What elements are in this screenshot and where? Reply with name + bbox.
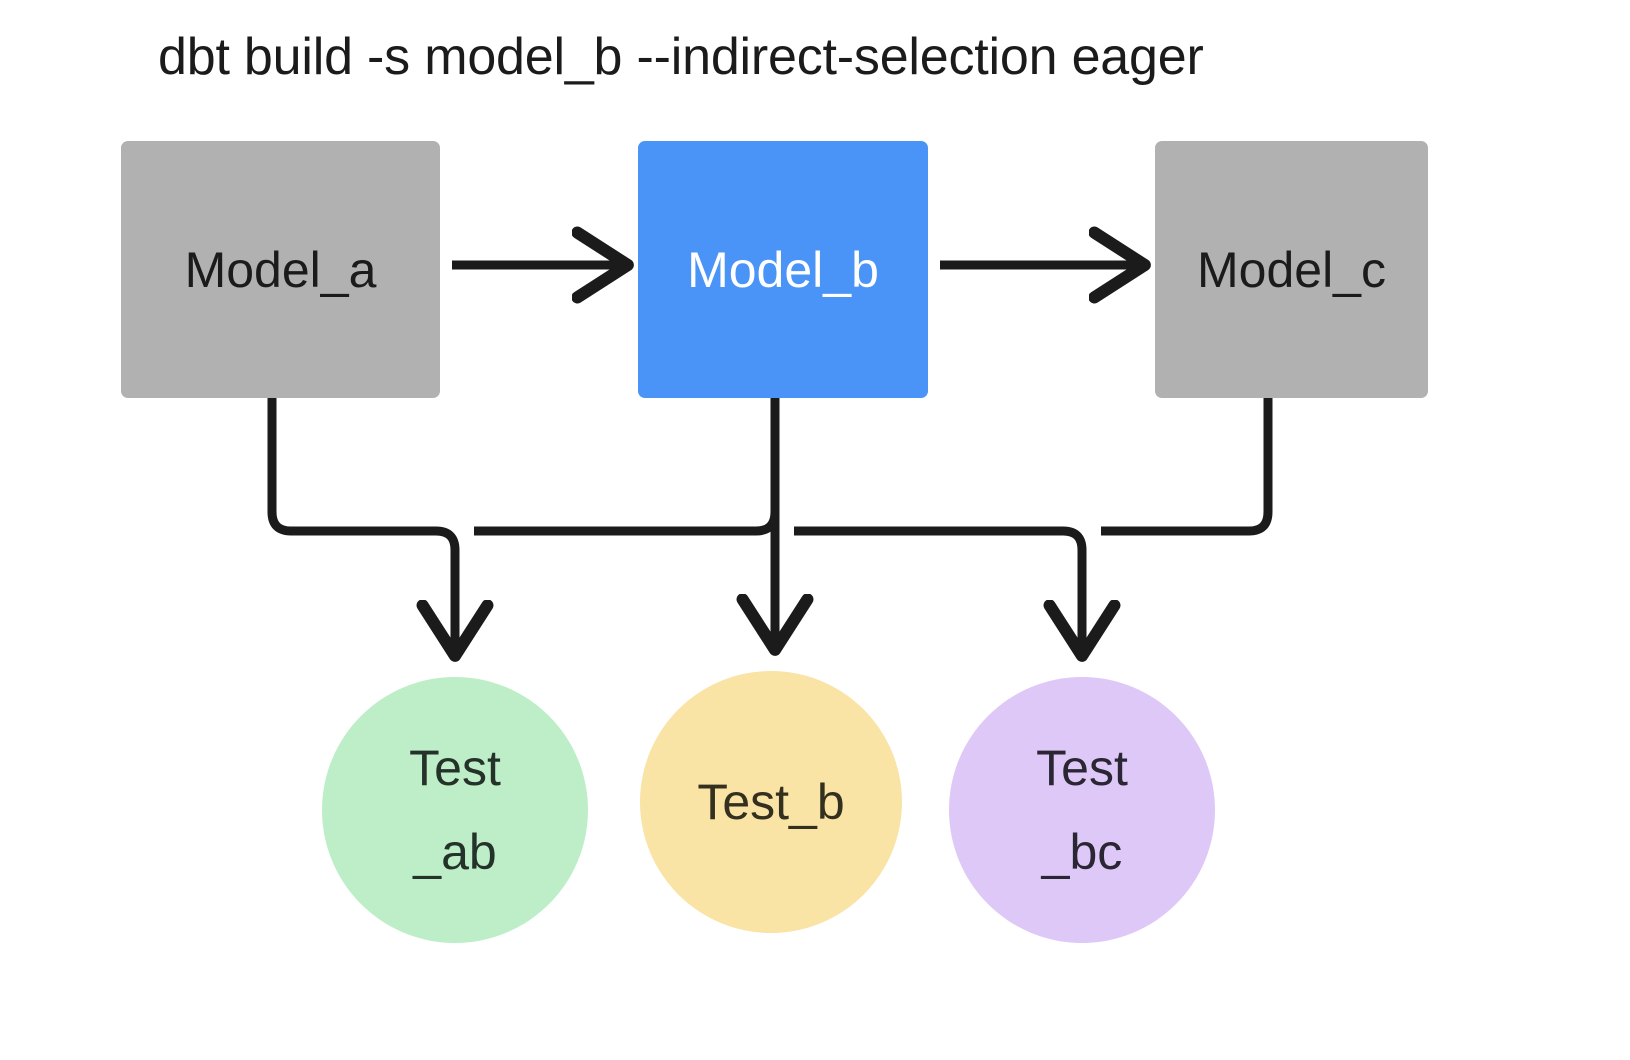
node-model-c[interactable]: Model_c [1155,141,1428,398]
node-test-b-label: Test_b [697,774,845,830]
edge-model-c-to-test-bc [1101,398,1273,536]
node-test-ab[interactable]: Test _ab [322,677,588,943]
edge-model-b-to-test-ab [474,418,780,536]
node-test-b[interactable]: Test_b [640,671,902,933]
edge-model-b-to-test-bc [794,526,1082,654]
diagram-title: dbt build -s model_b --indirect-selectio… [158,28,1204,86]
node-test-bc[interactable]: Test _bc [949,677,1215,943]
edge-model-a-to-test-ab [267,398,455,654]
node-test-ab-label: Test _ab [409,740,501,880]
node-test-bc-label: Test _bc [1036,740,1128,880]
node-model-c-label: Model_c [1197,241,1386,298]
node-model-a[interactable]: Model_a [121,141,440,398]
node-model-a-label: Model_a [184,241,377,298]
node-model-b-label: Model_b [687,241,879,298]
node-model-b[interactable]: Model_b [638,141,928,398]
